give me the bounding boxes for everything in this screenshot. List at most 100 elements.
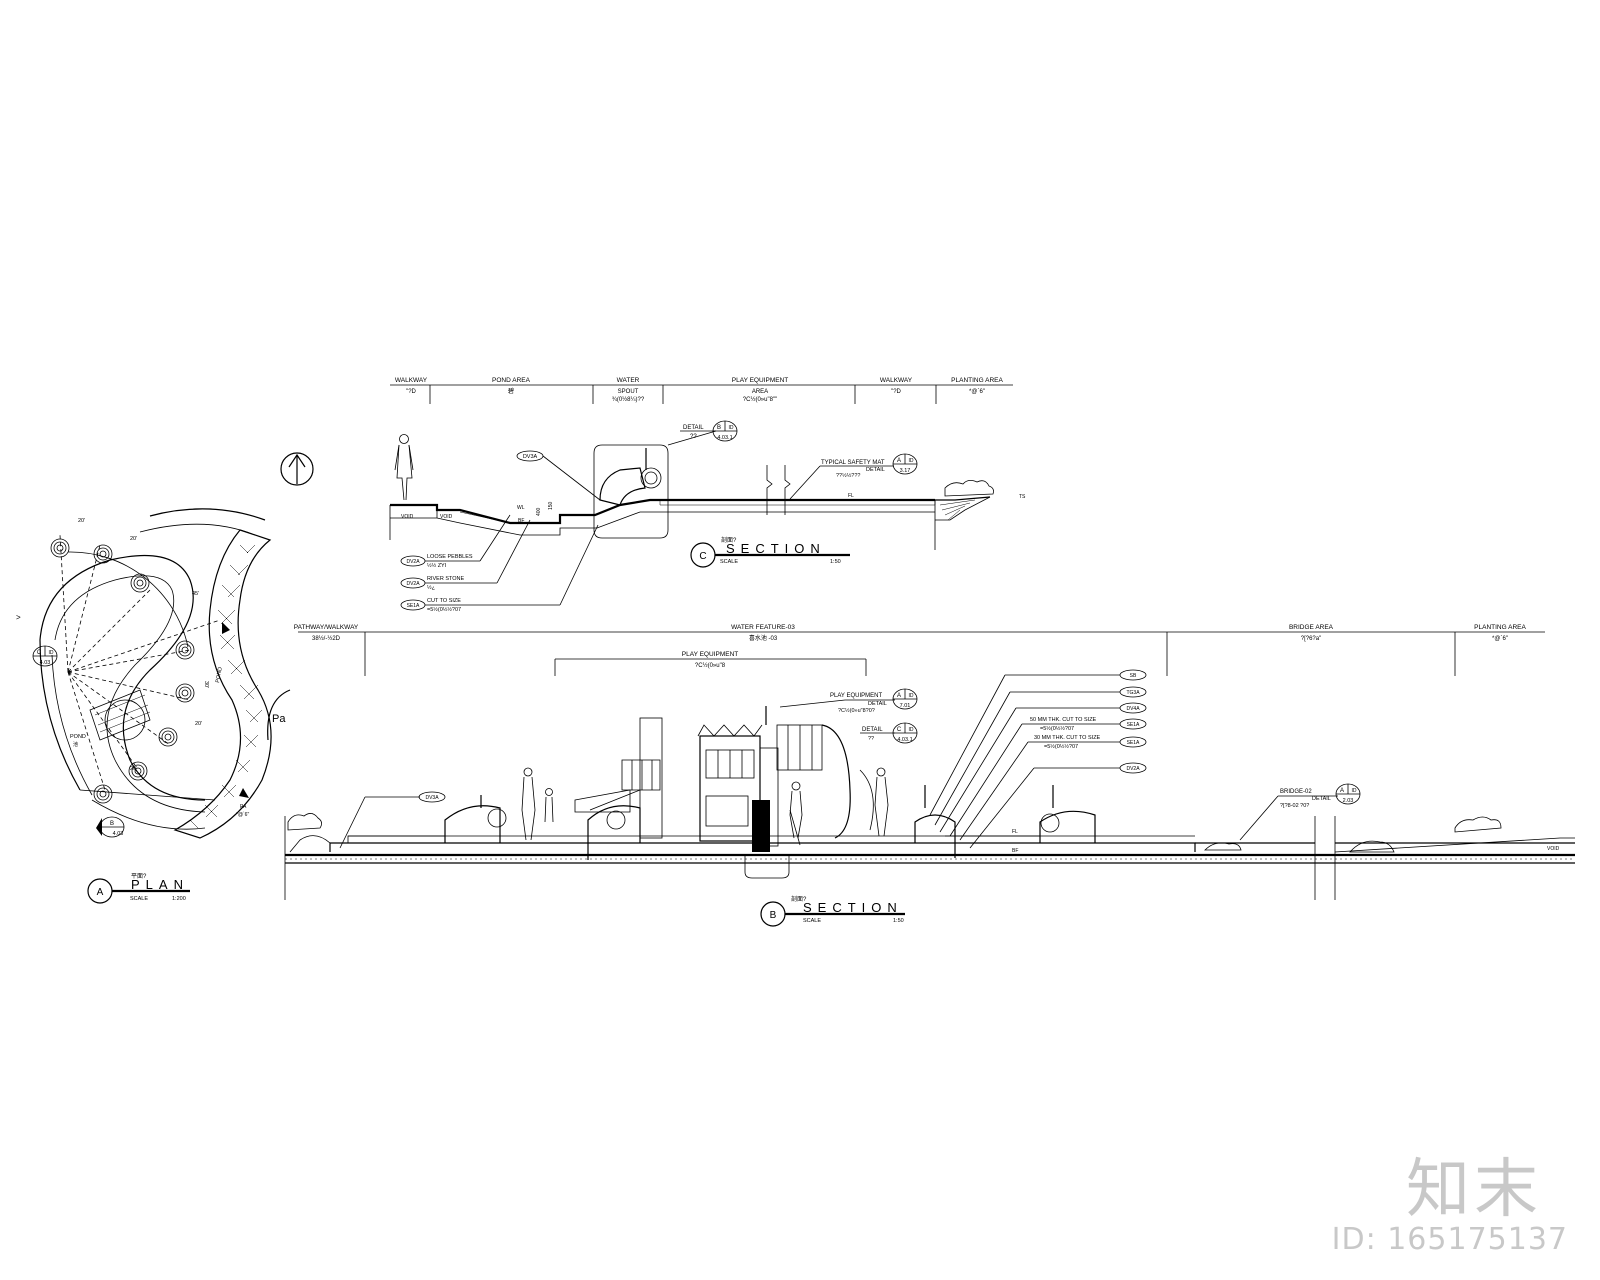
plan-a-title-block: A 平面? PLAN SCALE 1:200 — [87, 873, 190, 904]
svg-text:TS: TS — [1019, 494, 1026, 500]
svg-text:C: C — [37, 650, 42, 656]
svg-text:SCALE: SCALE — [130, 896, 148, 902]
svg-text:剖面?: 剖面? — [721, 536, 737, 544]
svg-text:=5½(0½½?07: =5½(0½½?07 — [1040, 725, 1074, 732]
detail-sub: ?? — [690, 434, 697, 440]
bridge-callout-sub: ?[?8-02 ?0? — [1280, 803, 1309, 809]
det-reference-bubble: C ID 4.03.1 — [892, 722, 918, 744]
svg-text:ID: ID — [1352, 788, 1357, 794]
callout-loose-pebbles: DV2A LOOSE PEBBLES ½½ ZYI — [400, 514, 511, 569]
bridge-reference-bubble: A ID 2.03 — [1335, 783, 1361, 805]
section-b-zone-label: PATHWAY/WALKWAY — [294, 624, 359, 631]
svg-text:4.03.1: 4.03.1 — [897, 737, 912, 743]
material-tags: SB TG3A DV4A SE1A SE1A DV2A 50 MM THK. C… — [929, 669, 1147, 849]
water-spout-drum-icon — [1039, 785, 1096, 843]
svg-text:ID: ID — [909, 727, 914, 733]
section-c-zone-label: WALKWAY — [395, 377, 428, 384]
svg-text:剖面?: 剖面? — [791, 895, 807, 903]
svg-text:PA: PA — [240, 804, 247, 810]
svg-text:20': 20' — [130, 766, 137, 772]
svg-text:½½ ZYI: ½½ ZYI — [427, 562, 447, 569]
svg-text:SB: SB — [1130, 673, 1137, 679]
svg-text:30 MM THK. CUT TO SIZE: 30 MM THK. CUT TO SIZE — [1034, 735, 1101, 741]
north-arrow-icon — [280, 452, 314, 486]
svg-text:20': 20' — [195, 721, 202, 727]
safety-mat-label: TYPICAL SAFETY MAT — [821, 460, 885, 466]
svg-text:SECTION: SECTION — [803, 900, 903, 915]
section-c-zone-label: POND AREA — [492, 377, 531, 384]
section-c-zone-sub: *@`6" — [969, 389, 985, 395]
svg-text:A: A — [1340, 788, 1344, 794]
svg-text:SCALE: SCALE — [720, 559, 738, 565]
callout-cut-to-size: SE1A CUT TO SIZE =5½(0½½?07 — [400, 524, 599, 613]
svg-text:VOID: VOID — [401, 514, 414, 520]
svg-text:FL: FL — [1012, 829, 1018, 835]
svg-text:RIVER STONE: RIVER STONE — [427, 576, 465, 582]
svg-text:C: C — [897, 727, 902, 733]
detail-reference-bubble: B ID 4.03.1 — [712, 420, 738, 442]
safety-reference-bubble: A ID 3.17 — [892, 453, 918, 475]
svg-text:>: > — [16, 613, 21, 622]
svg-text:ID: ID — [909, 458, 914, 464]
svg-text:45': 45' — [192, 591, 199, 597]
svg-text:2.03: 2.03 — [1343, 798, 1354, 804]
water-spout-drum-icon — [444, 795, 507, 843]
svg-text:7.01: 7.01 — [900, 703, 911, 709]
svg-text:½¿: ½¿ — [427, 584, 435, 591]
plan-reference-b-bubble: B 4.03 — [96, 816, 125, 838]
svg-text:B: B — [110, 821, 114, 827]
svg-text:A: A — [897, 458, 901, 464]
svg-text:SE1A: SE1A — [407, 603, 420, 609]
svg-text:DV2A: DV2A — [406, 581, 420, 587]
svg-text:400: 400 — [536, 507, 542, 516]
section-b-zone-sub: 喜水池 -03 — [749, 634, 778, 642]
svg-text:DV3A: DV3A — [523, 454, 538, 460]
svg-text:=5½(0½½?07: =5½(0½½?07 — [1044, 743, 1078, 750]
section-b-zone-sub: ?[?6?a" — [1301, 636, 1321, 642]
safety-mat-sub: ??½½??? — [836, 472, 860, 479]
svg-text:4.03: 4.03 — [113, 831, 124, 837]
svg-text:C: C — [699, 551, 706, 562]
svg-text:BF: BF — [518, 518, 524, 524]
svg-text:ID: ID — [909, 693, 914, 699]
material-tag — [418, 791, 446, 803]
svg-text:LOOSE PEBBLES: LOOSE PEBBLES — [427, 554, 473, 560]
pe-callout-detail: DETAIL — [868, 701, 887, 707]
svg-text:SECTION: SECTION — [726, 541, 826, 556]
material-tag — [516, 450, 544, 462]
safety-mat-detail: DETAIL — [866, 467, 885, 473]
svg-text:50 MM THK. CUT TO SIZE: 50 MM THK. CUT TO SIZE — [1030, 717, 1097, 723]
svg-text:CUT TO SIZE: CUT TO SIZE — [427, 598, 461, 604]
svg-text:池: 池 — [73, 741, 78, 748]
svg-text:Pa: Pa — [272, 713, 286, 725]
svg-text:4.03.1: 4.03.1 — [717, 435, 732, 441]
det-callout-label: DETAIL — [862, 727, 883, 733]
section-b: PATHWAY/WALKWAY WATER FEATURE-03 BRIDGE … — [284, 624, 1575, 927]
person-figure-icon — [521, 767, 889, 841]
pe-callout-sub: ?C½(0»u"8?0? — [838, 707, 875, 714]
svg-text:B: B — [770, 910, 777, 921]
svg-text:*@`6": *@`6" — [236, 812, 249, 818]
svg-text:TG3A: TG3A — [1126, 690, 1140, 696]
section-c-zone-label: WATER — [617, 377, 640, 384]
section-c-zone-label: PLANTING AREA — [951, 377, 1003, 384]
svg-text:20': 20' — [130, 536, 137, 542]
section-c-zone-sub: 碧 — [508, 387, 514, 395]
svg-text:SCALE: SCALE — [803, 918, 821, 924]
detail-label: DETAIL — [683, 425, 704, 431]
svg-text:A: A — [897, 693, 901, 699]
section-c-zone-sub: "?D — [406, 389, 416, 395]
section-c-zone-sub2: ¾(0½8¼)?? — [612, 396, 645, 403]
svg-text:30': 30' — [203, 681, 209, 688]
pe-reference-bubble: A ID 7.01 — [892, 688, 918, 710]
svg-text:1:50: 1:50 — [893, 918, 904, 924]
svg-text:WL: WL — [517, 505, 525, 511]
svg-text:DV3A: DV3A — [425, 795, 439, 801]
spiral-spout-icon — [50, 538, 195, 804]
pe-callout-label: PLAY EQUIPMENT — [830, 693, 882, 699]
svg-text:平面?: 平面? — [131, 873, 147, 880]
svg-text:ID: ID — [729, 425, 734, 431]
det-callout-sub: ?? — [868, 736, 874, 742]
svg-text:A: A — [97, 887, 104, 898]
svg-text:150: 150 — [548, 501, 554, 510]
